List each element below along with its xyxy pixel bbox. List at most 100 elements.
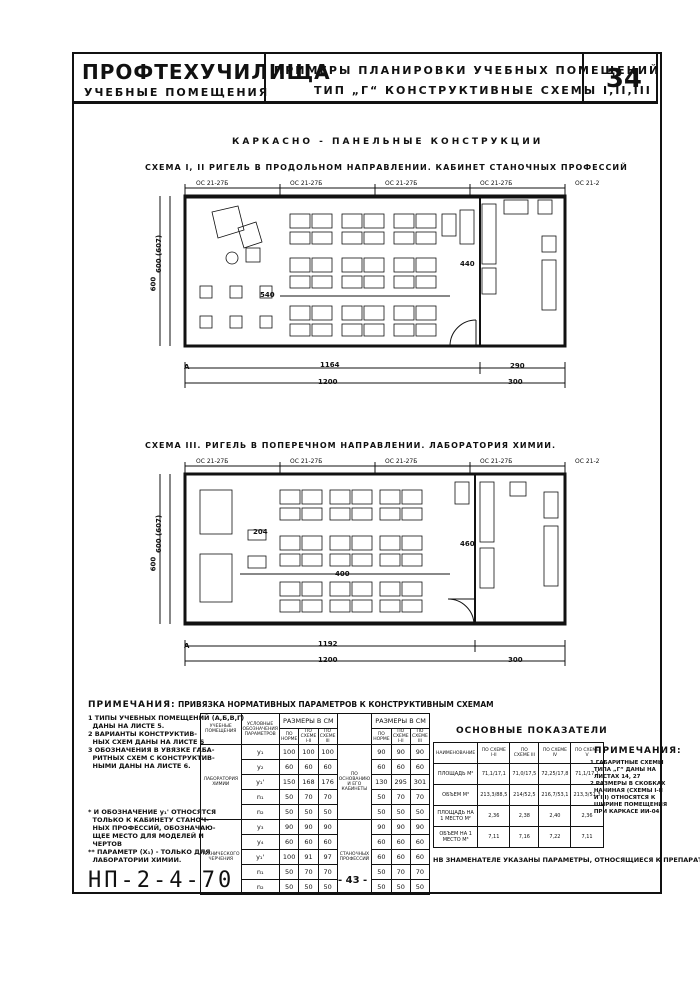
main-cell: 2,40 [538, 805, 572, 827]
main-cell: 7,11 [477, 826, 511, 848]
param-cell: 50 [278, 789, 300, 805]
param-cell: 70 [409, 864, 431, 880]
main-cell: 7,16 [509, 826, 540, 848]
s3-axis-3: ОС 21-27Б [385, 458, 417, 465]
param-table-title: ПРИВЯЗКА НОРМАТИВНЫХ ПАРАМЕТРОВ К КОНСТР… [178, 700, 494, 709]
param-cell: 60 [409, 834, 431, 850]
main-cell: 7,11 [570, 826, 604, 848]
param-symbol: n₂ [240, 879, 280, 895]
main-row-name: ПЛОЩАДЬ М² [432, 763, 479, 785]
param-cell: 50 [371, 789, 392, 805]
s1-axis-letter: А [184, 363, 190, 371]
scheme3-plan: ОС 21-27Б ОС 21-27Б ОС 21-27Б ОС 21-27Б … [159, 458, 600, 666]
s1-dim-540: 540 [260, 291, 275, 299]
param-cell: 50 [317, 804, 338, 820]
param-cell: 130 [371, 774, 392, 790]
main-header-cell: НАИМЕНОВАНИЕ [432, 742, 479, 764]
s1-axis-1: ОС 21-27Б [196, 180, 228, 187]
param-col-sizes-left: РАЗМЕРЫ В СМ [278, 713, 338, 729]
param-cell: 70 [317, 864, 338, 880]
param-cell: 97 [317, 849, 338, 865]
section-title: КАРКАСНО - ПАНЕЛЬНЫЕ КОНСТРУКЦИИ [232, 137, 544, 147]
param-cell: 90 [371, 744, 392, 760]
s3-dim-204: 204 [253, 528, 268, 536]
main-cell: 72,25/17,8 [538, 763, 572, 785]
notes-right-head: ПРИМЕЧАНИЯ: [594, 746, 682, 756]
param-mid-label: СТАНОЧНЫХ ПРОФЕССИЙ [336, 819, 373, 895]
s3-axis-1: ОС 21-27Б [196, 458, 228, 465]
param-cell: 60 [390, 759, 411, 775]
param-cell: 60 [298, 759, 319, 775]
param-cell: 50 [278, 864, 300, 880]
param-cell: 60 [278, 834, 300, 850]
param-col-sizes-right: РАЗМЕРЫ В СМ [371, 713, 430, 729]
param-cell: 70 [317, 789, 338, 805]
main-cell: 7,22 [538, 826, 572, 848]
param-cell: 90 [317, 819, 338, 835]
main-cell: 214/52,5 [509, 784, 540, 806]
param-symbol: y₃ [240, 819, 280, 835]
param-sub-s12-r: ПО СХЕМЕ I-II [390, 728, 411, 745]
footer-page: - 43 - [338, 875, 368, 886]
param-mid-label [336, 713, 373, 745]
param-cell: 50 [371, 879, 392, 895]
param-cell: 60 [371, 834, 392, 850]
main-row-name: ОБЪЕМ М³ [432, 784, 479, 806]
notes-left-text: 1 ТИПЫ УЧЕБНЫХ ПОМЕЩЕНИЙ (А,Б,В,Г) ДАНЫ … [88, 714, 245, 770]
main-header-cell: ПО СХЕМЕ III [509, 742, 540, 764]
param-symbol: n₁ [240, 864, 280, 880]
param-cell: 60 [371, 759, 392, 775]
param-cell: 50 [278, 879, 300, 895]
main-row-name: ОБЪЕМ НА 1 МЕСТО М³ [432, 826, 479, 848]
param-symbol: y₂ [240, 759, 280, 775]
param-cell: 60 [278, 759, 300, 775]
param-cell: 60 [390, 849, 411, 865]
sheet-number: 34 [605, 64, 642, 94]
param-cell: 100 [278, 744, 300, 760]
s1-dim-440: 440 [460, 260, 475, 268]
main-cell: 71,0/17,5 [509, 763, 540, 785]
param-cell: 50 [298, 804, 319, 820]
s1-dim-290: 290 [510, 362, 525, 370]
param-mid-label: ПО ОСНОВАНИЮ И ЕГО КАБИНЕТЫ [336, 744, 373, 820]
param-cell: 60 [409, 759, 431, 775]
mid-title-line1: ПРИМЕРЫ ПЛАНИРОВКИ УЧЕБНЫХ ПОМЕЩЕНИЙ [274, 64, 661, 77]
param-cell: 100 [298, 744, 319, 760]
param-symbol: y₁' [240, 774, 280, 790]
param-cell: 90 [371, 819, 392, 835]
param-symbol: y₁' [240, 849, 280, 865]
s3-axis-5: ОС 21-27Б [575, 458, 600, 465]
param-cell: 50 [298, 879, 319, 895]
param-cell: 70 [298, 864, 319, 880]
s1-dim-depth2: 600 (607) [155, 234, 164, 274]
param-sub-norm: ПО НОРМЕ [278, 728, 300, 745]
title-block-left [74, 54, 266, 101]
s3-axis-4: ОС 21-27Б [480, 458, 512, 465]
param-col-symbol: УСЛОВНЫЕ ОБОЗНАЧЕНИЯ ПАРАМЕТРОВ [240, 713, 280, 745]
param-cell: 100 [317, 744, 338, 760]
main-header-cell: ПО СХЕМЕ I-II [477, 742, 511, 764]
s3-dim-inner: 1192 [318, 640, 338, 648]
mid-title-line2: ТИП „Г“ КОНСТРУКТИВНЫЕ СХЕМЫ I,II,III [314, 84, 652, 97]
notes-left-footnote: * И ОБОЗНАЧЕНИЕ y₁' ОТНОСЯТСЯ ТОЛЬКО К К… [88, 808, 216, 864]
s1-axis-3: ОС 21-27Б [385, 180, 417, 187]
main-table-footnote: НВ ЗНАМЕНАТЕЛЕ УКАЗАНЫ ПАРАМЕТРЫ, ОТНОСЯ… [433, 856, 700, 864]
title-block-right [582, 54, 656, 101]
param-cell: 90 [409, 819, 431, 835]
param-cell: 60 [298, 834, 319, 850]
param-cell: 50 [317, 879, 338, 895]
main-table-title: ОСНОВНЫЕ ПОКАЗАТЕЛИ [456, 726, 608, 736]
param-cell: 70 [390, 789, 411, 805]
param-cell: 90 [278, 819, 300, 835]
param-cell: 70 [298, 789, 319, 805]
s1-axis-2: ОС 21-27Б [290, 180, 322, 187]
s3-dim-depth: 600 [149, 556, 158, 572]
s3-dim-total: 1200 [318, 656, 338, 664]
